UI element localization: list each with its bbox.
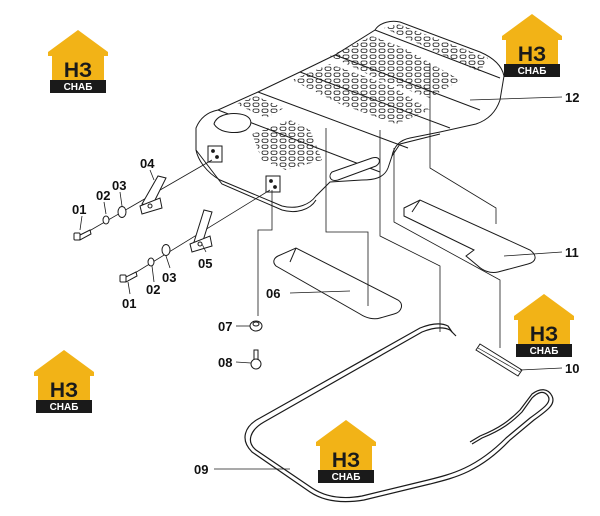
callout-08: 08 (218, 355, 232, 370)
callout-12: 12 (565, 90, 579, 105)
hood-bracket-left (207, 145, 223, 163)
svg-text:НЗ: НЗ (332, 449, 360, 472)
stud-08 (250, 349, 262, 370)
leader-lines (79, 64, 563, 470)
watermark-logo-top-left: НЗ СНАБ (48, 30, 108, 93)
callout-11: 11 (565, 245, 579, 260)
svg-text:СНАБ: СНАБ (530, 346, 559, 357)
svg-text:СНАБ: СНАБ (332, 472, 361, 483)
side-pad-06 (273, 247, 402, 320)
watermark-logo-bottom-center: НЗ СНАБ (316, 420, 376, 483)
callout-09: 09 (194, 462, 208, 477)
hood-bracket-right (265, 175, 281, 193)
side-pad-11 (403, 199, 536, 273)
nut-07 (249, 320, 263, 332)
callout-07: 07 (218, 319, 232, 334)
svg-text:СНАБ: СНАБ (64, 82, 93, 93)
callout-04: 04 (140, 156, 155, 171)
svg-text:НЗ: НЗ (530, 323, 558, 346)
svg-text:СНАБ: СНАБ (518, 66, 547, 77)
seal-strip-10 (475, 343, 523, 377)
watermark-logo-top-right: НЗ СНАБ (502, 14, 562, 77)
latch-set-upper (73, 159, 213, 241)
svg-text:СНАБ: СНАБ (50, 402, 79, 413)
callout-03-upper: 03 (112, 178, 126, 193)
svg-text:НЗ: НЗ (50, 379, 78, 402)
watermark-logo-mid-right: НЗ СНАБ (514, 294, 574, 357)
callout-05: 05 (198, 256, 212, 271)
callout-02-upper: 02 (96, 188, 110, 203)
callout-labels: 04 03 02 01 05 03 02 01 06 07 08 09 10 1… (72, 90, 579, 477)
latch-set-lower (119, 189, 271, 283)
callout-03-lower: 03 (162, 270, 176, 285)
seal-09 (244, 323, 554, 503)
callout-01-upper: 01 (72, 202, 86, 217)
callout-02-lower: 02 (146, 282, 160, 297)
callout-01-lower: 01 (122, 296, 136, 311)
svg-text:НЗ: НЗ (64, 59, 92, 82)
watermark-logo-mid-left: НЗ СНАБ (34, 350, 94, 413)
callout-10: 10 (565, 361, 579, 376)
callout-06: 06 (266, 286, 280, 301)
hood-vent-grilles (236, 24, 488, 170)
svg-text:НЗ: НЗ (518, 43, 546, 66)
